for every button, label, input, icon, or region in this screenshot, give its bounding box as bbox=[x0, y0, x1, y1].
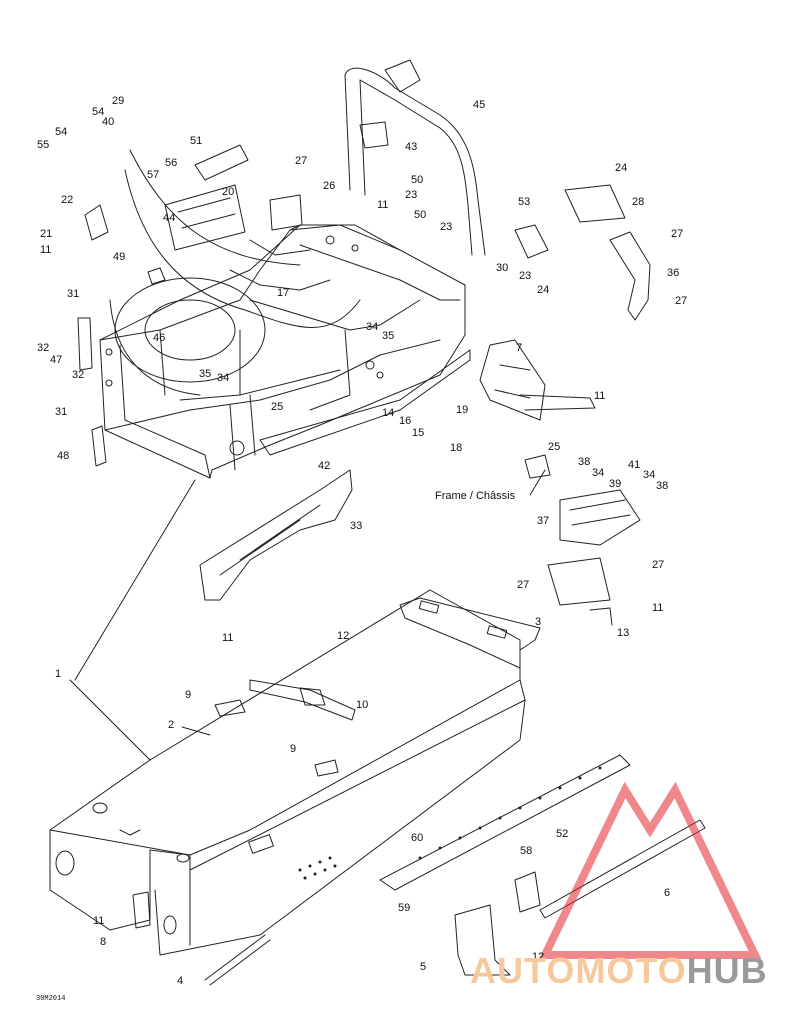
callout-48: 48 bbox=[57, 450, 70, 462]
callout-30: 30 bbox=[496, 262, 509, 274]
callout-38: 38 bbox=[578, 456, 591, 468]
callout-11: 11 bbox=[594, 390, 606, 402]
callout-12: 12 bbox=[337, 630, 350, 642]
callout-15: 15 bbox=[412, 427, 425, 439]
callout-49: 49 bbox=[113, 251, 126, 263]
callout-60: 60 bbox=[411, 832, 424, 844]
drawing-code: 30M2014 bbox=[36, 995, 66, 1003]
callout-13: 13 bbox=[617, 627, 630, 639]
callout-45: 45 bbox=[473, 99, 486, 111]
callout-52: 52 bbox=[556, 828, 569, 840]
callout-20: 20 bbox=[222, 186, 235, 198]
callout-10: 10 bbox=[356, 699, 369, 711]
callout-56: 56 bbox=[165, 157, 178, 169]
callout-41: 41 bbox=[628, 459, 641, 471]
callout-46: 46 bbox=[153, 332, 166, 344]
mount-28-36 bbox=[514, 184, 651, 321]
callout-11: 11 bbox=[40, 244, 52, 256]
callout-26: 26 bbox=[323, 180, 336, 192]
callout-14: 14 bbox=[382, 407, 395, 419]
callout-27: 27 bbox=[517, 579, 530, 591]
callout-37: 37 bbox=[537, 515, 550, 527]
callout-55: 55 bbox=[37, 139, 50, 151]
callout-27: 27 bbox=[671, 228, 684, 240]
callout-1: 1 bbox=[55, 668, 62, 680]
callout-40: 40 bbox=[102, 116, 115, 128]
perforations bbox=[298, 766, 602, 880]
callout-29: 29 bbox=[112, 95, 125, 107]
callout-9: 9 bbox=[185, 689, 192, 701]
callout-11: 11 bbox=[222, 632, 234, 644]
callout-44: 44 bbox=[163, 212, 176, 224]
callout-34: 34 bbox=[217, 372, 230, 384]
callout-11: 11 bbox=[652, 602, 664, 614]
callout-39: 39 bbox=[609, 478, 622, 490]
callout-27: 27 bbox=[652, 559, 665, 571]
callout-50: 50 bbox=[411, 174, 424, 186]
callout-28: 28 bbox=[632, 196, 645, 208]
callout-34: 34 bbox=[643, 469, 656, 481]
front-frame-assembly bbox=[99, 149, 471, 479]
callout-11: 11 bbox=[93, 915, 105, 927]
callout-34: 34 bbox=[592, 467, 605, 479]
callout-35: 35 bbox=[199, 368, 212, 380]
callout-23: 23 bbox=[519, 270, 532, 282]
callout-3: 3 bbox=[535, 616, 542, 628]
callout-27: 27 bbox=[295, 155, 308, 167]
callout-50: 50 bbox=[414, 209, 427, 221]
callout-8: 8 bbox=[100, 936, 107, 948]
callout-47: 47 bbox=[50, 354, 63, 366]
callout-23: 23 bbox=[440, 221, 453, 233]
callout-5: 5 bbox=[420, 961, 427, 973]
callout-32: 32 bbox=[37, 342, 50, 354]
callout-31: 31 bbox=[55, 406, 68, 418]
callout-57: 57 bbox=[147, 169, 160, 181]
callout-31: 31 bbox=[67, 288, 80, 300]
callout-35: 35 bbox=[382, 330, 395, 342]
watermark-text-hub: HUB bbox=[686, 950, 768, 991]
callout-42: 42 bbox=[318, 460, 331, 472]
callout-16: 16 bbox=[399, 415, 412, 427]
callout-11: 11 bbox=[377, 199, 389, 211]
callout-7: 7 bbox=[516, 342, 523, 354]
callout-54: 54 bbox=[92, 106, 105, 118]
callout-43: 43 bbox=[405, 141, 418, 153]
callout-34: 34 bbox=[366, 321, 379, 333]
callout-12: 12 bbox=[532, 951, 545, 963]
callout-36: 36 bbox=[667, 267, 680, 279]
callout-38: 38 bbox=[656, 480, 669, 492]
watermark-text-auto: AUTOMOTO bbox=[470, 950, 687, 991]
watermark-logo: AUTOMOTOHUB bbox=[470, 950, 768, 992]
callout-6: 6 bbox=[664, 887, 671, 899]
callout-53: 53 bbox=[518, 196, 531, 208]
callout-17: 17 bbox=[277, 287, 290, 299]
callout-33: 33 bbox=[350, 520, 363, 532]
callout-24: 24 bbox=[615, 162, 628, 174]
callout-23: 23 bbox=[405, 189, 418, 201]
tunnel-2 bbox=[49, 589, 541, 986]
callout-2: 2 bbox=[168, 719, 175, 731]
callout-25: 25 bbox=[271, 401, 284, 413]
callout-59: 59 bbox=[398, 902, 411, 914]
callout-51: 51 bbox=[190, 135, 203, 147]
callout-9: 9 bbox=[290, 743, 297, 755]
callout-4: 4 bbox=[177, 975, 184, 987]
callout-27: 27 bbox=[675, 295, 688, 307]
watermark-triangle bbox=[538, 781, 762, 959]
steering-bar-45 bbox=[344, 59, 486, 256]
callout-58: 58 bbox=[520, 845, 533, 857]
callout-24: 24 bbox=[537, 284, 550, 296]
callout-22: 22 bbox=[61, 194, 74, 206]
callout-19: 19 bbox=[456, 404, 469, 416]
callout-21: 21 bbox=[40, 228, 53, 240]
callout-25: 25 bbox=[548, 441, 561, 453]
frame-caption: Frame / Châssis bbox=[435, 490, 516, 502]
callout-18: 18 bbox=[450, 442, 463, 454]
callout-54: 54 bbox=[55, 126, 68, 138]
callout-32: 32 bbox=[72, 369, 85, 381]
